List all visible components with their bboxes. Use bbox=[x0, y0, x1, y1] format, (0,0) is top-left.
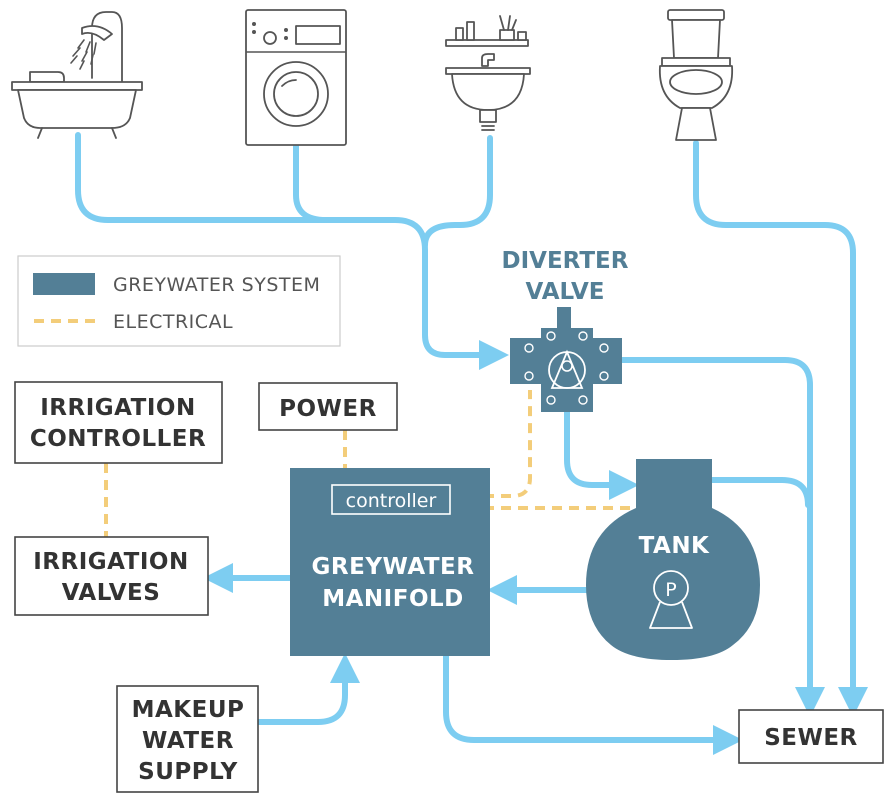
pipe-bathtub bbox=[75, 132, 428, 265]
electrical-lines bbox=[104, 390, 638, 537]
pipe-toilet bbox=[693, 140, 856, 700]
irrigation-controller-box: IRRIGATION CONTROLLER bbox=[14, 381, 223, 464]
legend-system-label: GREYWATER SYSTEM bbox=[113, 274, 320, 296]
washing-machine-icon bbox=[245, 9, 347, 146]
diverter-bolts bbox=[524, 331, 609, 405]
pipe-washer bbox=[293, 142, 329, 223]
elec-controller-diverter bbox=[450, 390, 532, 498]
greywater-manifold: controller GREYWATER MANIFOLD bbox=[290, 468, 490, 656]
tank-label: TANK bbox=[639, 533, 710, 559]
irrigation-controller-line2: CONTROLLER bbox=[30, 426, 206, 452]
controller-label: controller bbox=[346, 490, 437, 512]
makeup-line2: WATER bbox=[142, 728, 234, 754]
sink-icon bbox=[445, 15, 531, 131]
legend-system-swatch bbox=[33, 273, 95, 295]
sewer-label: SEWER bbox=[764, 725, 858, 751]
bathtub-icon bbox=[11, 11, 143, 139]
irrigation-valves-line2: VALVES bbox=[62, 580, 161, 606]
makeup-water-box: MAKEUP WATER SUPPLY bbox=[116, 685, 259, 793]
pipe-manifold-to-sewer bbox=[443, 652, 743, 755]
toilet-icon bbox=[658, 9, 734, 141]
irrigation-valves-line1: IRRIGATION bbox=[33, 549, 188, 575]
sewer-box: SEWER bbox=[738, 709, 884, 764]
diverter-label-line1: DIVERTER bbox=[502, 248, 629, 274]
pipe-tank-overflow bbox=[709, 477, 811, 508]
diverter-label-line2: VALVE bbox=[525, 279, 604, 305]
controller-box bbox=[331, 484, 451, 515]
manifold-label-line2: MANIFOLD bbox=[322, 586, 464, 612]
makeup-line1: MAKEUP bbox=[132, 697, 245, 723]
legend: GREYWATER SYSTEM ELECTRICAL bbox=[17, 255, 341, 347]
legend-frame bbox=[17, 255, 341, 347]
manifold-label-line1: GREYWATER bbox=[312, 554, 475, 580]
irrigation-controller-line1: IRRIGATION bbox=[40, 395, 195, 421]
legend-electrical-label: ELECTRICAL bbox=[113, 311, 233, 333]
pump-icon: P bbox=[649, 570, 693, 629]
makeup-line3: SUPPLY bbox=[138, 759, 238, 785]
pump-label: P bbox=[665, 579, 676, 601]
pipe-diverter-to-tank bbox=[564, 409, 639, 500]
pipe-sink bbox=[422, 135, 493, 248]
diverter-valve: DIVERTER VALVE bbox=[502, 248, 629, 412]
irrigation-valves-box: IRRIGATION VALVES bbox=[14, 536, 209, 616]
pipe-diverter-to-sewer bbox=[619, 357, 813, 700]
pipe-to-diverter bbox=[422, 259, 509, 370]
tank: TANK P bbox=[586, 459, 760, 660]
power-box: POWER bbox=[258, 382, 398, 431]
power-label: POWER bbox=[279, 396, 377, 422]
pipe-makeup-to-manifold bbox=[255, 653, 360, 725]
